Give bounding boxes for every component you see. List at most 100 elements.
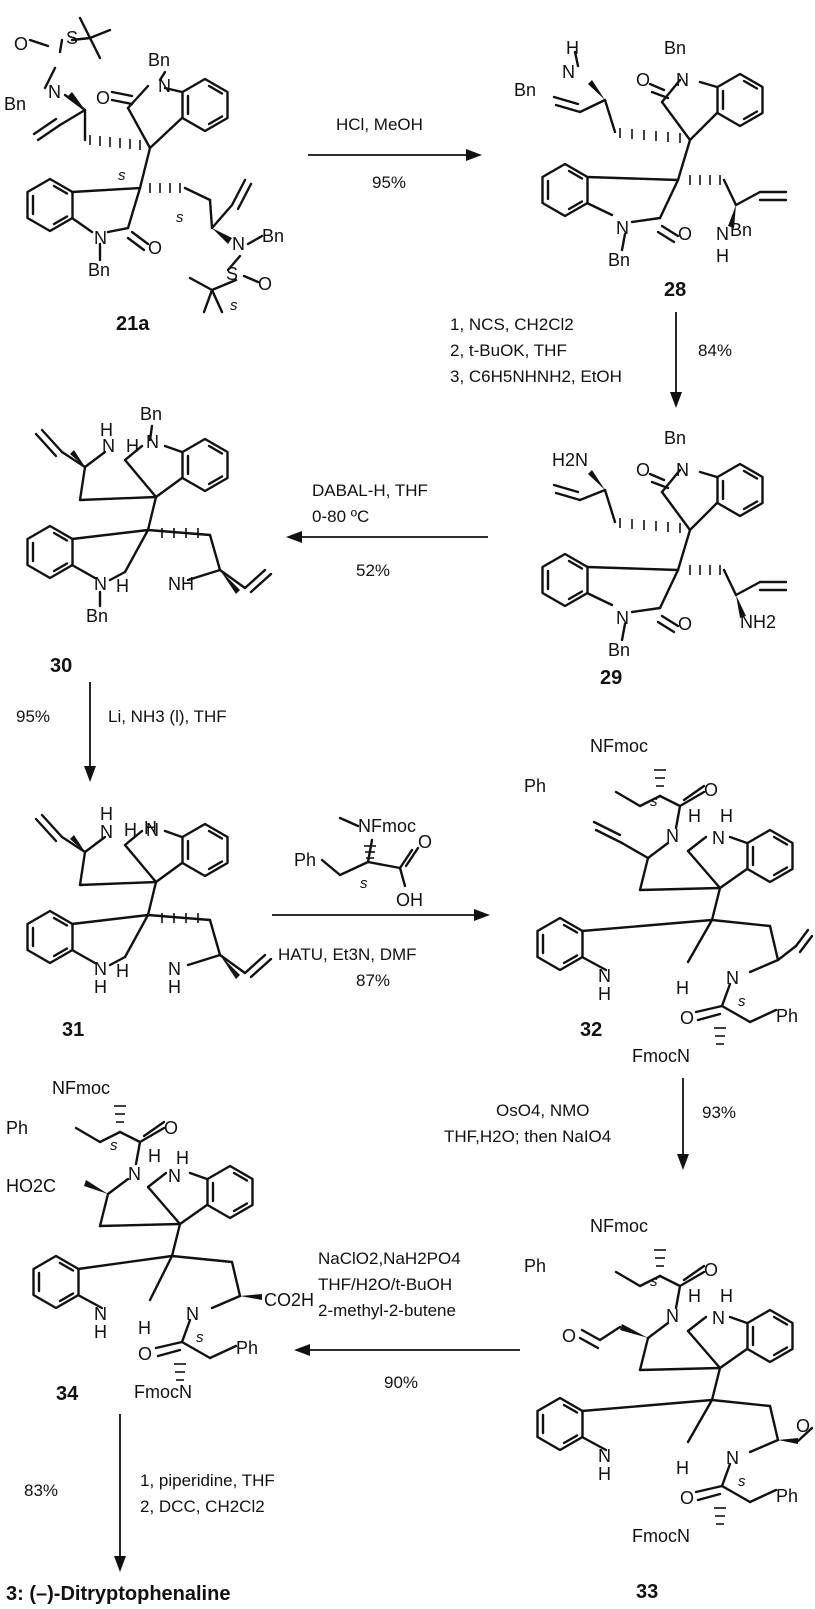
- atom-label: H: [720, 806, 733, 826]
- yield-text: 95%: [16, 707, 50, 726]
- atom-label: H: [566, 38, 579, 58]
- reaction-arrow-3: DABAL-H, THF 0-80 ºC 52%: [286, 481, 488, 580]
- atom-label: N: [598, 966, 611, 986]
- condition-text: Li, NH3 (l), THF: [108, 707, 227, 726]
- atom-label: FmocN: [632, 1046, 690, 1066]
- atom-label: H: [716, 246, 729, 266]
- compound-label-32: 32: [580, 1019, 602, 1041]
- atom-label: Bn: [608, 250, 630, 270]
- condition-text: 2, t-BuOK, THF: [450, 341, 567, 360]
- atom-label: O: [138, 1344, 152, 1364]
- atom-label: HO2C: [6, 1176, 56, 1196]
- atom-label: H: [688, 1286, 701, 1306]
- stereo-label: s: [650, 793, 658, 810]
- compound-label-33: 33: [636, 1581, 658, 1603]
- atom-label: NFmoc: [52, 1078, 110, 1098]
- atom-label: FmocN: [134, 1382, 192, 1402]
- reaction-arrow-8: 83% 1, piperidine, THF 2, DCC, CH2Cl2: [24, 1414, 275, 1572]
- atom-label: N: [676, 460, 689, 480]
- atom-label: N: [48, 82, 61, 102]
- atom-label: N: [168, 959, 181, 979]
- atom-label: O: [704, 780, 718, 800]
- compound-label-31: 31: [62, 1019, 84, 1041]
- atom-label: N: [94, 228, 107, 248]
- atom-label: NFmoc: [358, 816, 416, 836]
- atom-label: N: [146, 820, 159, 840]
- atom-label: O: [796, 1416, 810, 1436]
- atom-label: N: [712, 828, 725, 848]
- atom-label: H: [676, 978, 689, 998]
- atom-label: N: [158, 76, 171, 96]
- yield-text: 87%: [356, 971, 390, 990]
- reaction-arrow-7: NaClO2,NaH2PO4 THF/H2O/t-BuOH 2-methyl-2…: [294, 1249, 520, 1392]
- compound-label-30: 30: [50, 655, 72, 677]
- compound-label-28: 28: [664, 279, 686, 301]
- condition-text: 0-80 ºC: [312, 507, 369, 526]
- atom-label: H: [720, 1286, 733, 1306]
- atom-label: O: [418, 832, 432, 852]
- condition-text: 3, C6H5NHNH2, EtOH: [450, 367, 622, 386]
- atom-label: N: [598, 1446, 611, 1466]
- reaction-arrow-2: 1, NCS, CH2Cl2 2, t-BuOK, THF 3, C6H5NHN…: [450, 312, 732, 408]
- condition-text: 1, piperidine, THF: [140, 1471, 275, 1490]
- atom-label: Bn: [86, 606, 108, 626]
- atom-label: H2N: [552, 450, 588, 470]
- structure-21a: S O N Bn Bn N O s N O Bn s N Bn S O s 21…: [4, 16, 284, 335]
- stereo-label: s: [650, 1273, 658, 1290]
- reaction-arrow-4: 95% Li, NH3 (l), THF: [16, 682, 227, 782]
- atom-label: O: [258, 274, 272, 294]
- atom-label: NFmoc: [590, 736, 648, 756]
- atom-label: O: [680, 1008, 694, 1028]
- atom-label: H: [676, 1458, 689, 1478]
- stereo-label: s: [738, 1473, 746, 1490]
- atom-label: N: [186, 1304, 199, 1324]
- atom-label: H: [116, 961, 129, 981]
- atom-label: N: [100, 822, 113, 842]
- structure-31: H N N H H N H H N H 31: [26, 804, 273, 1041]
- structure-30: Bn N N H H N H NH Bn 30: [26, 404, 273, 677]
- atom-label: N: [562, 62, 575, 82]
- atom-label: Bn: [148, 50, 170, 70]
- atom-label: NH2: [740, 612, 776, 632]
- condition-text: THF,H2O; then NaIO4: [444, 1127, 611, 1146]
- atom-label: O: [14, 34, 28, 54]
- atom-label: N: [232, 234, 245, 254]
- structure-28: H N Bn Bn N O N O Bn N Bn H 28: [514, 38, 788, 301]
- atom-label: N: [616, 218, 629, 238]
- compound-label-21a: 21a: [116, 313, 150, 335]
- atom-label: FmocN: [632, 1526, 690, 1546]
- atom-label: O: [164, 1118, 178, 1138]
- atom-label: N: [726, 968, 739, 988]
- yield-text: 95%: [372, 173, 406, 192]
- atom-label: Bn: [88, 260, 110, 280]
- atom-label: OH: [396, 890, 423, 910]
- atom-label: N: [168, 1166, 181, 1186]
- condition-text: 2-methyl-2-butene: [318, 1301, 456, 1320]
- atom-label: Ph: [6, 1118, 28, 1138]
- yield-text: 93%: [702, 1103, 736, 1122]
- atom-label: N: [102, 436, 115, 456]
- yield-text: 84%: [698, 341, 732, 360]
- stereo-label: s: [230, 297, 238, 314]
- atom-label: H: [168, 977, 181, 997]
- atom-label: N: [128, 1164, 141, 1184]
- yield-text: 83%: [24, 1481, 58, 1500]
- atom-label: N: [94, 574, 107, 594]
- stereo-label: s: [738, 993, 746, 1010]
- structure-32: NFmoc Ph s O N H H N N H H N O s Ph Fmoc…: [524, 736, 814, 1066]
- atom-label: Ph: [776, 1486, 798, 1506]
- atom-label: N: [726, 1448, 739, 1468]
- condition-text: HATU, Et3N, DMF: [278, 945, 417, 964]
- condition-text: OsO4, NMO: [496, 1101, 590, 1120]
- compound-label-29: 29: [600, 667, 622, 689]
- reaction-arrow-6: OsO4, NMO THF,H2O; then NaIO4 93%: [444, 1078, 736, 1170]
- reaction-arrow-5: NFmoc Ph s O OH HATU, Et3N, DMF 87%: [272, 816, 490, 990]
- atom-label: H: [148, 1146, 161, 1166]
- condition-text: 1, NCS, CH2Cl2: [450, 315, 574, 334]
- atom-label: N: [94, 1304, 107, 1324]
- structure-33: NFmoc Ph s O O N H H N N H H N O O s Ph …: [524, 1216, 814, 1603]
- atom-label: Ph: [294, 850, 316, 870]
- atom-label: Bn: [730, 220, 752, 240]
- atom-label: H: [598, 984, 611, 1004]
- atom-label: H: [100, 420, 113, 440]
